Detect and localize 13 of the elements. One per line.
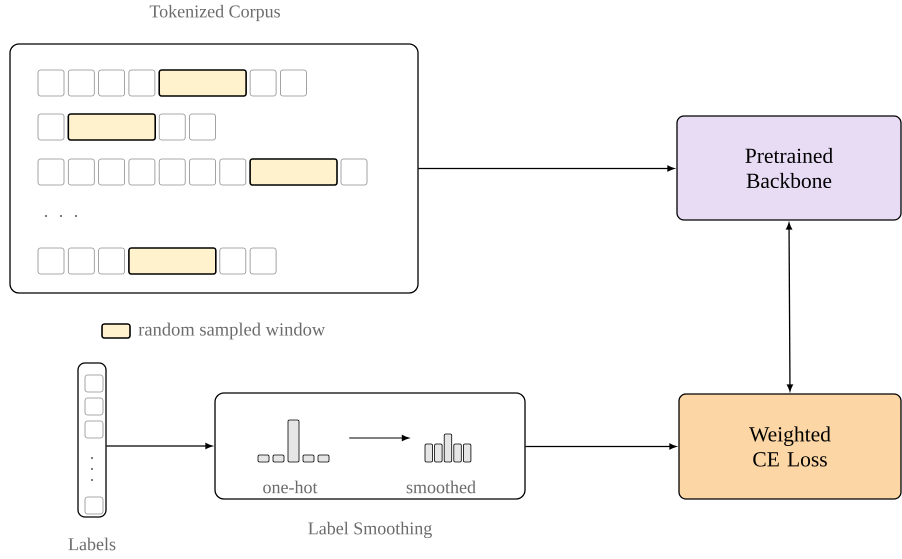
arrow [418, 166, 674, 172]
legend-text: random sampled window [138, 322, 326, 340]
process-box: Weighted CE Loss [678, 393, 902, 500]
arrow [526, 444, 676, 450]
process-box: Pretrained Backbone [676, 115, 902, 221]
arrow [106, 443, 212, 449]
node-caption: smoothed [406, 480, 476, 494]
node-caption: one-hot [263, 480, 318, 494]
arrow [348, 434, 410, 442]
node-caption: Tokenized Corpus [150, 4, 280, 22]
arrow [786, 222, 793, 392]
node-caption: Label Smoothing [308, 522, 432, 538]
node-caption: Labels [68, 538, 116, 550]
